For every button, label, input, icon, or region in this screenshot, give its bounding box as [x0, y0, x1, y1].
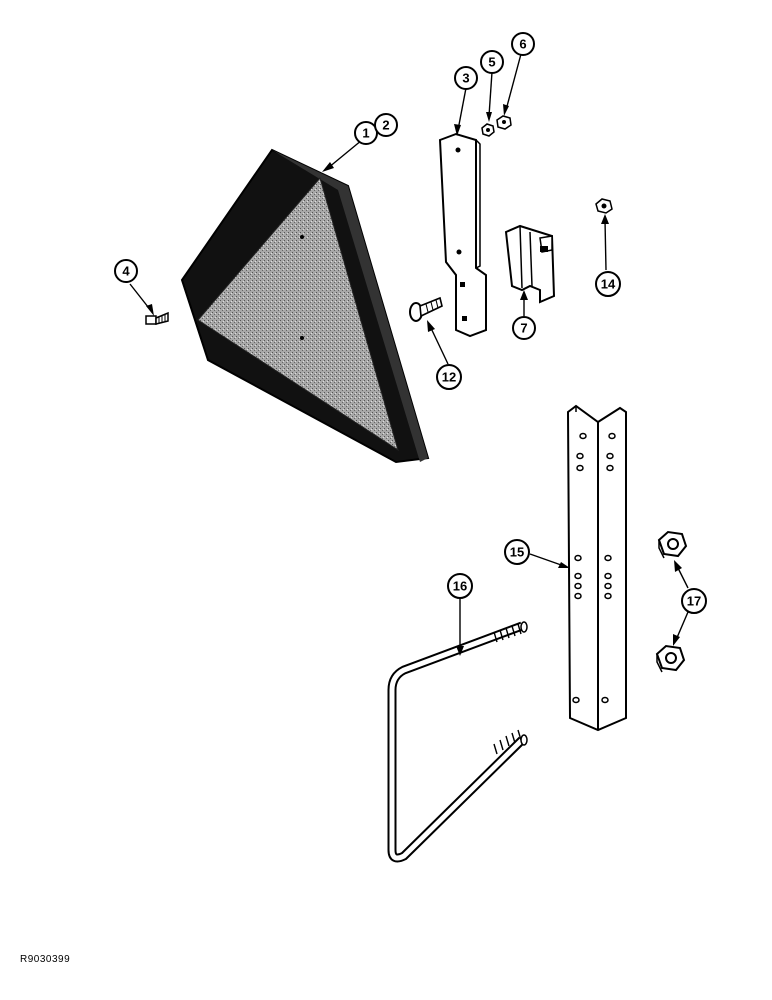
- post-holes: [572, 432, 616, 704]
- svg-text:4: 4: [122, 264, 130, 279]
- callout-17: 17: [681, 588, 707, 614]
- bracket-part-3: [438, 132, 487, 338]
- nut-part-14: [595, 198, 613, 214]
- hex-nut-part-17-upper: [657, 530, 688, 559]
- svg-text:15: 15: [510, 545, 524, 560]
- smv-sign: [180, 148, 430, 464]
- callout-16: 16: [447, 573, 473, 599]
- callout-7: 7: [512, 316, 536, 340]
- nut-part-5: [481, 123, 495, 137]
- svg-text:16: 16: [453, 579, 467, 594]
- svg-text:12: 12: [442, 370, 456, 385]
- screw-part-4: [145, 311, 169, 325]
- callout-1: 1: [354, 121, 378, 145]
- svg-text:5: 5: [488, 55, 495, 70]
- svg-text:14: 14: [601, 277, 616, 292]
- callout-4: 4: [114, 259, 138, 283]
- callout-3: 3: [454, 66, 478, 90]
- callout-2: 2: [374, 113, 398, 137]
- callout-12: 12: [436, 364, 462, 390]
- bolt-part-12: [409, 296, 443, 322]
- svg-text:7: 7: [520, 321, 527, 336]
- nut-part-6: [496, 115, 512, 130]
- clip-part-7: [504, 224, 556, 304]
- angle-post-part-15: [566, 404, 627, 732]
- svg-text:1: 1: [362, 126, 369, 141]
- figure-reference-code: R9030399: [20, 954, 71, 965]
- callout-15: 15: [504, 539, 530, 565]
- hex-nut-part-17-lower: [655, 644, 686, 673]
- svg-text:17: 17: [687, 594, 701, 609]
- callout-6: 6: [511, 32, 535, 56]
- leader-lines: [129, 53, 689, 656]
- svg-text:6: 6: [519, 37, 526, 52]
- callout-14: 14: [595, 271, 621, 297]
- svg-text:2: 2: [382, 118, 389, 133]
- svg-text:3: 3: [462, 71, 469, 86]
- u-bolt-part-16: [387, 621, 528, 863]
- callout-5: 5: [480, 50, 504, 74]
